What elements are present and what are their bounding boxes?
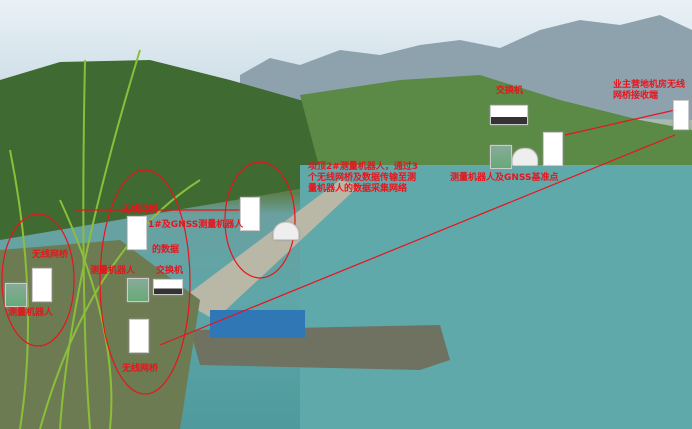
label-robot-gnss-base: 测量机器人及GNSS基准点 xyxy=(450,173,559,183)
gnss-device-dam xyxy=(273,222,299,240)
bridge-device-dam xyxy=(240,197,260,231)
left-hill xyxy=(0,60,470,240)
robot-device-left xyxy=(5,283,27,307)
dam-group-ellipse xyxy=(224,161,296,279)
label-dam-note: 坝顶2#测量机器人，通过3个无线网桥及数据传输至测量机器人的数据采集网络 xyxy=(308,162,419,194)
bridge-device-left xyxy=(32,268,52,302)
link-line-top xyxy=(564,109,676,136)
label-robot-gnss-mid: 1#及GNSS测量机器人 xyxy=(148,220,244,230)
switch-device-mid xyxy=(153,279,183,295)
mid-group-ellipse xyxy=(99,169,191,395)
gnss-device-top xyxy=(512,148,538,166)
robot-device-top xyxy=(490,145,512,169)
label-switch-top: 交换机 xyxy=(496,86,524,96)
annotation-marks xyxy=(1,109,676,395)
label-switch-mid: 交换机 xyxy=(156,266,184,276)
receiver-bridge-device xyxy=(673,100,689,130)
building-roof xyxy=(210,310,305,338)
switch-device-top xyxy=(490,105,528,125)
label-robot-mid: 测量机器人 xyxy=(90,266,136,276)
label-bridge-left: 无线网桥 xyxy=(32,250,69,260)
bridge-device-mid-bottom xyxy=(129,319,149,353)
label-bridge-mid-top: 无线网桥 xyxy=(122,205,159,215)
bridge-device-top xyxy=(543,132,563,166)
lake xyxy=(300,165,692,429)
label-bridge-mid-bottom: 无线网桥 xyxy=(122,364,159,374)
label-owner-receiver: 业主营地机房无线网桥接收端 xyxy=(613,80,686,101)
dam-crest xyxy=(180,180,360,320)
robot-device-mid xyxy=(127,278,149,302)
left-group-ellipse xyxy=(1,213,75,347)
label-robot-left: 测量机器人 xyxy=(8,308,54,318)
bridge-device-mid-top xyxy=(127,216,147,250)
link-line-main xyxy=(159,134,676,346)
label-data-mid: 的数据 xyxy=(152,245,180,255)
